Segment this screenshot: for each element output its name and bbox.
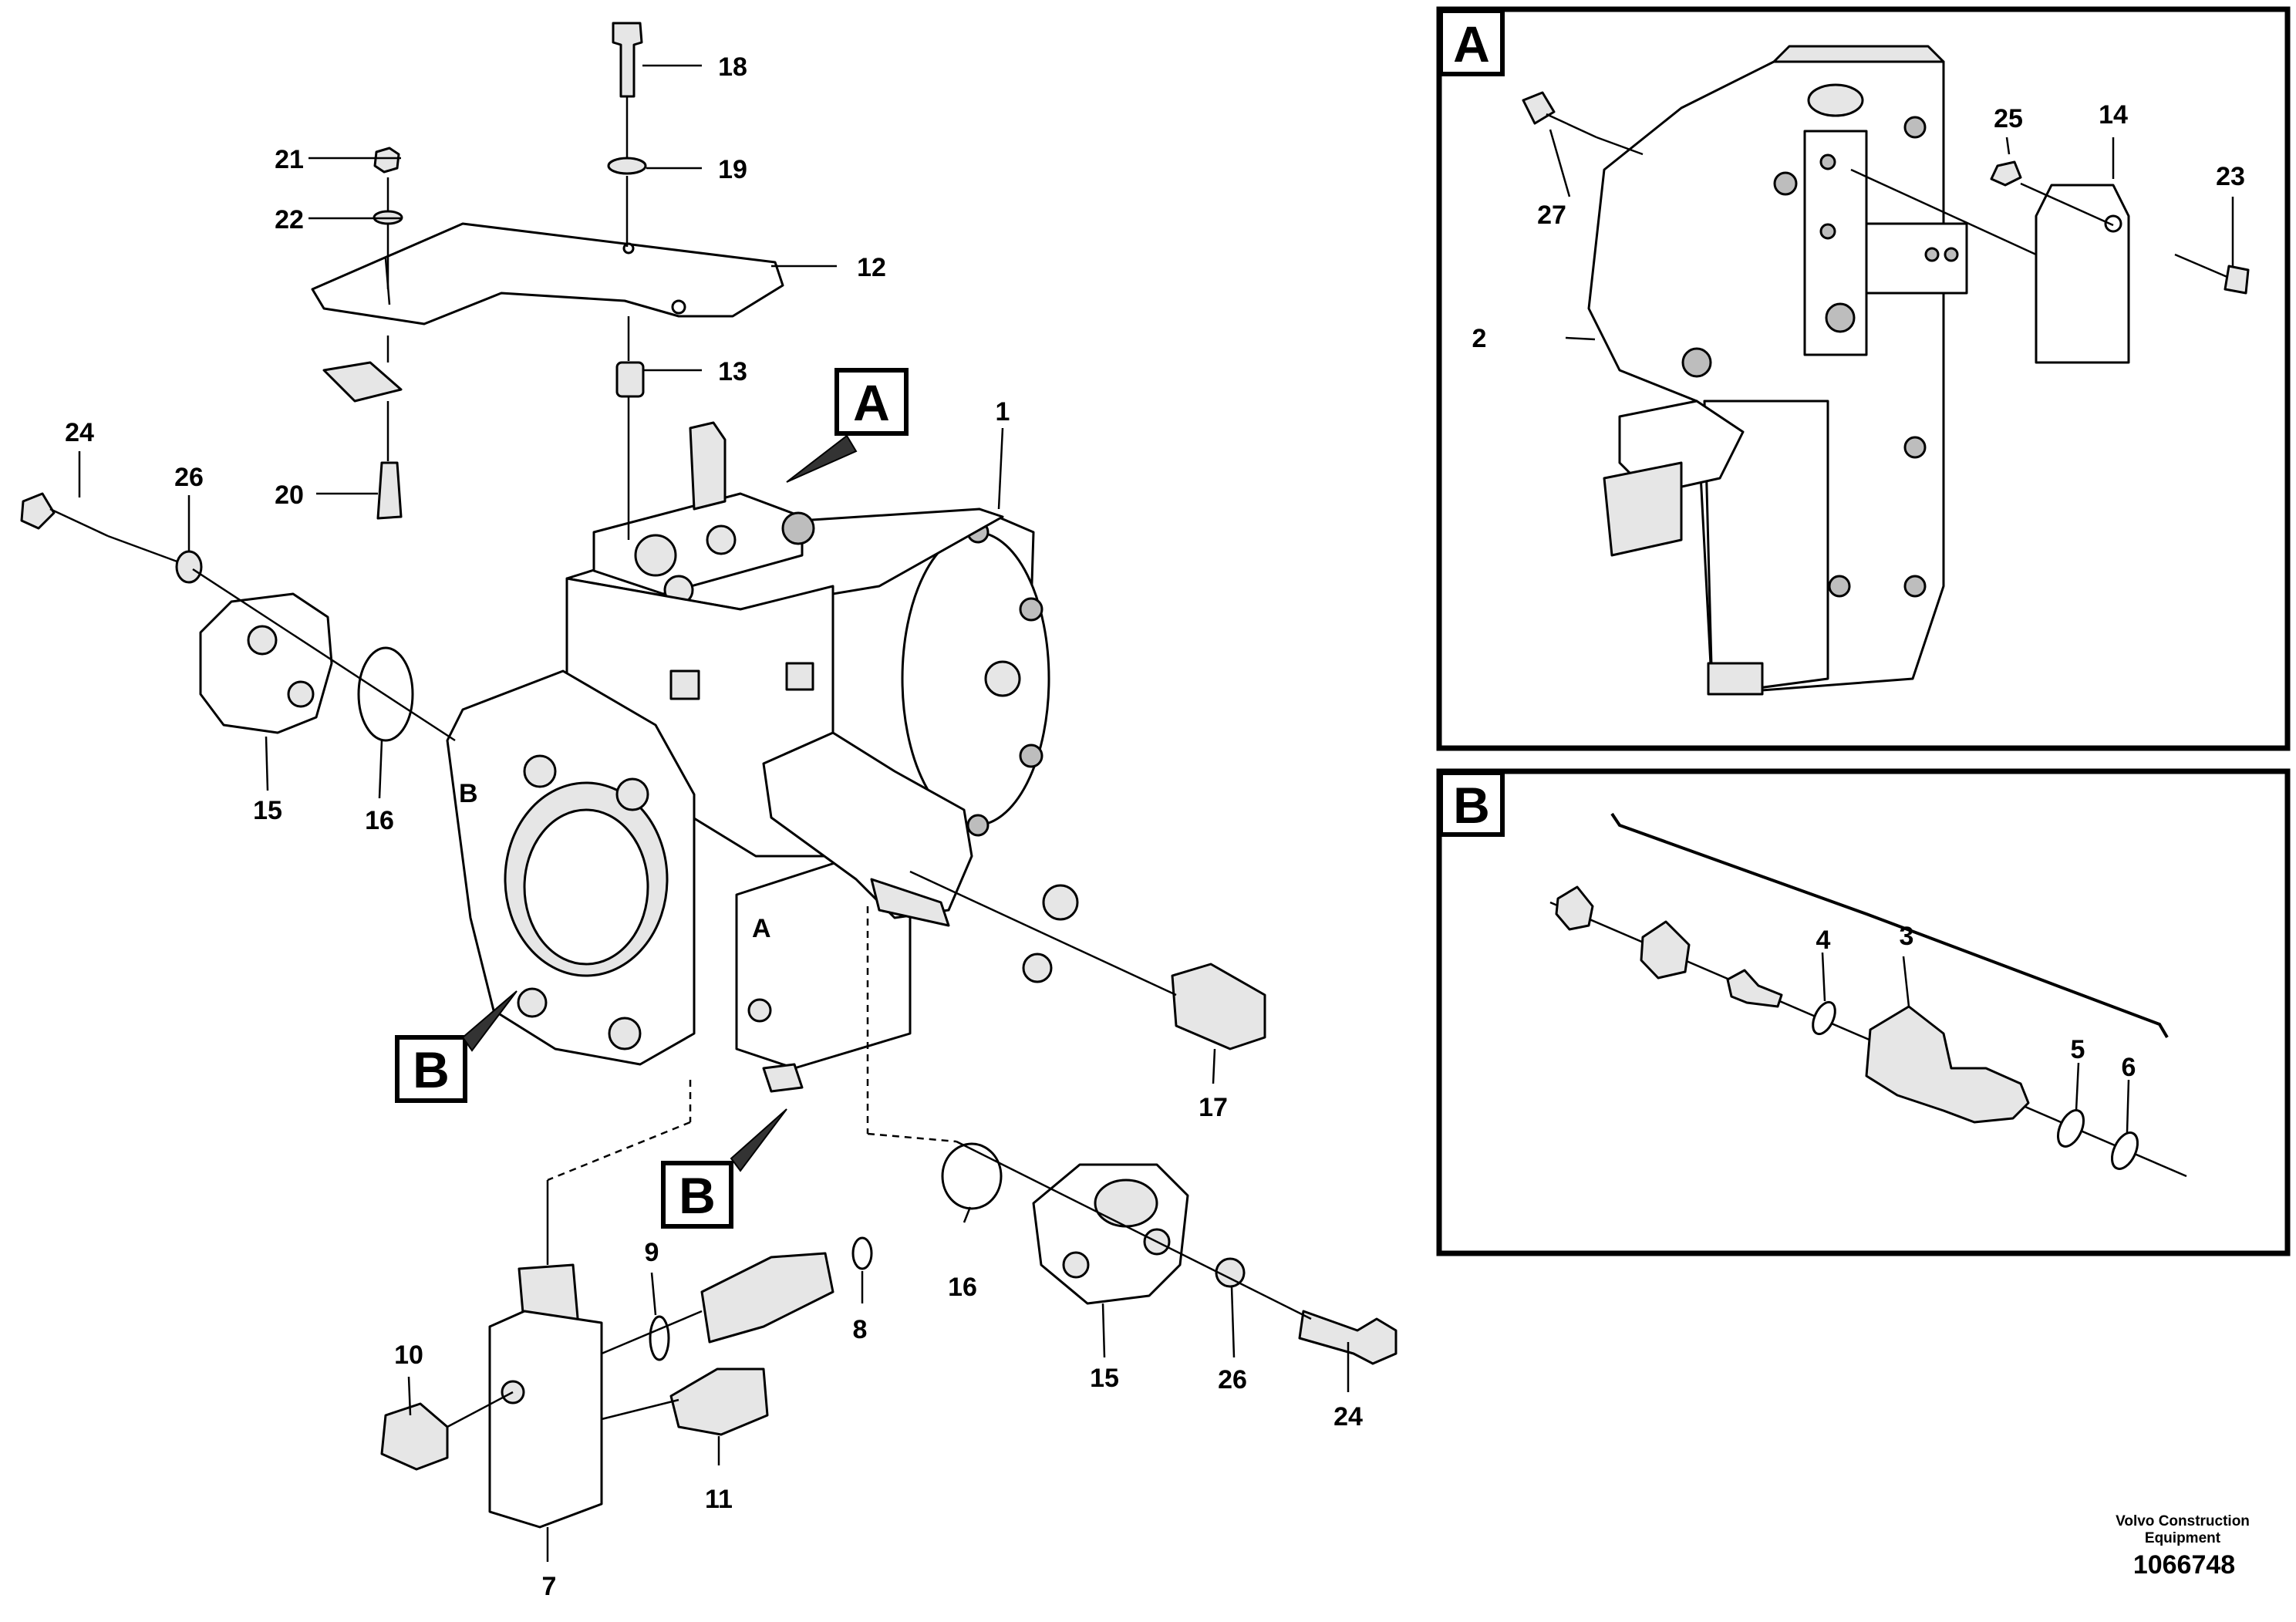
callout-16-right: 16 [948, 1273, 977, 1302]
cartridge-components [1555, 885, 2139, 1170]
svg-text:A: A [752, 914, 771, 943]
pump-assembly: B A [446, 421, 1079, 1093]
callout-13: 13 [718, 357, 747, 386]
callout-18: 18 [718, 52, 747, 82]
nut-part-21 [373, 147, 400, 174]
callout-14: 14 [2099, 100, 2128, 130]
o-ring-part-8 [851, 1236, 873, 1270]
switch-part-8-assembly [700, 1252, 834, 1344]
fitting-part-10 [380, 1402, 449, 1471]
svg-text:B: B [679, 1167, 716, 1224]
nut-part-25 [1990, 160, 2022, 187]
detail-panel-b: B [1436, 768, 2291, 1256]
o-ring-part-6 [2110, 1131, 2139, 1170]
washer-part-19 [607, 157, 647, 175]
callout-20: 20 [275, 481, 304, 510]
panel-b-frame [1436, 768, 2291, 1256]
svg-text:A: A [853, 374, 890, 431]
bolt-part-23 [2174, 253, 2250, 295]
clip-part [322, 361, 403, 403]
credit-block: Volvo Construction Equipment 1066748 [2116, 1513, 2250, 1580]
callout-27: 27 [1537, 201, 1566, 230]
callout-9: 9 [645, 1238, 659, 1267]
control-valve-illustration [1587, 45, 1968, 696]
lower-valve-block [380, 1080, 873, 1529]
spacer-part-13 [615, 361, 645, 398]
view-tag-a-main: A [786, 368, 909, 483]
callout-25: 25 [1994, 104, 2023, 133]
svg-text:B: B [413, 1041, 450, 1098]
panel-b-tag [1438, 771, 1505, 837]
relief-cartridge [1865, 1005, 2030, 1124]
callout-21: 21 [275, 145, 304, 174]
o-ring-part-9 [649, 1315, 670, 1361]
panel-a-frame [1436, 6, 2291, 751]
washer-part-26-left [175, 550, 203, 584]
callout-22: 22 [275, 205, 304, 234]
callout-8: 8 [853, 1315, 868, 1344]
document-number: 1066748 [2133, 1550, 2235, 1580]
bolt-part-20 [376, 461, 403, 520]
bolt-part-27 [1522, 91, 1644, 156]
callout-1: 1 [996, 397, 1010, 427]
pump-flange-face [901, 531, 1050, 827]
callout-17: 17 [1199, 1093, 1228, 1122]
callout-4: 4 [1816, 926, 1831, 955]
callout-24-right: 24 [1333, 1402, 1363, 1431]
callout-24-left: 24 [65, 418, 94, 447]
o-ring-part-4 [1812, 1000, 1836, 1036]
bolt-part-18 [612, 22, 643, 98]
panel-b-letter: B [1453, 777, 1490, 834]
panel-a-letter: A [1453, 15, 1490, 73]
split-flange-part-15-left [199, 592, 333, 734]
callout-5: 5 [2071, 1035, 2085, 1064]
detail-panel-a: A [1436, 6, 2291, 751]
view-tag-b-left: B [395, 990, 518, 1103]
plug-part-17 [1171, 963, 1266, 1050]
callout-3: 3 [1900, 922, 1914, 951]
callout-6: 6 [2122, 1053, 2136, 1082]
callout-26-right: 26 [1218, 1365, 1247, 1394]
solenoid-connector [762, 731, 973, 919]
callout-7: 7 [542, 1572, 557, 1601]
bracket-part-14 [2035, 184, 2130, 364]
view-tag-b-bottom: B [661, 1108, 787, 1229]
callout-26-left: 26 [174, 463, 204, 492]
callout-11: 11 [705, 1485, 733, 1514]
group-bracket-3 [1610, 812, 2169, 1039]
credit-line-1: Volvo Construction [2116, 1513, 2250, 1529]
bolt-part-24-left [20, 492, 56, 530]
credit-line-2: Equipment [2145, 1530, 2221, 1546]
callout-10: 10 [394, 1340, 423, 1370]
callout-15-right: 15 [1090, 1364, 1119, 1393]
bolt-part-24-right [1298, 1310, 1397, 1365]
panel-a-tag [1438, 8, 1505, 76]
callout-numbers: 1 2 3 4 5 6 7 8 9 10 11 12 13 14 15 15 1… [65, 52, 2245, 1601]
o-ring-part-16-right [941, 1142, 1003, 1210]
svg-text:B: B [459, 779, 478, 808]
o-ring-part-5 [2056, 1109, 2085, 1148]
callout-2: 2 [1472, 324, 1487, 353]
right-port-hardware [909, 870, 1397, 1365]
valve-body-part-7 [488, 1310, 603, 1529]
sensor-part-11 [669, 1367, 769, 1436]
callout-23: 23 [2216, 162, 2245, 191]
washer-part-26-right [1215, 1257, 1246, 1288]
left-port-hardware [20, 492, 456, 742]
callout-16-left: 16 [365, 806, 394, 835]
callout-12: 12 [857, 253, 886, 282]
callout-15-left: 15 [253, 796, 282, 825]
callout-19: 19 [718, 155, 747, 184]
bracket-plate-part-12 [311, 222, 784, 325]
callout-leaders [78, 64, 1350, 1562]
